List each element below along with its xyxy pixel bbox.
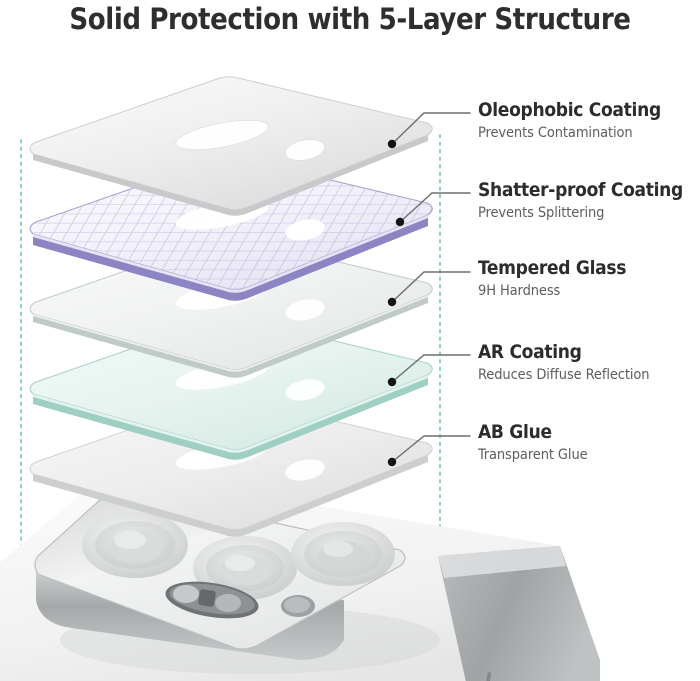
leader-line-shatter-proof: [399, 192, 471, 223]
callout-tempered-glass: Tempered Glass 9H Hardness: [478, 257, 627, 301]
callout-subtitle: Transparent Glue: [478, 447, 588, 464]
camera-lens-3: [291, 522, 395, 586]
callout-title: AB Glue: [478, 421, 552, 443]
callout-shatter-proof-coating: Shatter-proof Coating Prevents Splitteri…: [478, 179, 683, 223]
camera-flash-module: [165, 581, 259, 619]
callout-subtitle: 9H Hardness: [478, 283, 561, 300]
alignment-guides: [20, 134, 441, 561]
leader-lines: [391, 112, 471, 463]
callout-title: Shatter-proof Coating: [478, 179, 683, 201]
camera-sensor-dot: [281, 595, 315, 617]
microphone-hole: [486, 672, 491, 681]
leader-dot-ab-glue: [387, 457, 397, 467]
callout-title: Oleophobic Coating: [478, 99, 661, 121]
callout-subtitle: Reduces Diffuse Reflection: [478, 367, 650, 384]
leader-line-tempered-glass: [391, 271, 471, 303]
callout-title: Tempered Glass: [478, 257, 627, 279]
leader-line-ab-glue: [391, 435, 471, 463]
page-title: Solid Protection with 5-Layer Structure: [69, 2, 631, 36]
leader-line-oleophobic: [391, 112, 471, 145]
phone-side-rail: [438, 546, 600, 681]
callout-ar-coating: AR Coating Reduces Diffuse Reflection: [478, 341, 650, 385]
leader-dot-shatter-proof: [395, 217, 405, 227]
leader-line-ar-coating: [391, 354, 471, 383]
callout-ab-glue: AB Glue Transparent Glue: [478, 421, 588, 465]
phone-rail-highlight: [438, 546, 566, 578]
leader-dot-ar-coating: [387, 377, 397, 387]
oleophobic-cutouts: [175, 119, 326, 161]
leader-dots: [387, 139, 405, 467]
callout-subtitle: Prevents Splittering: [478, 205, 605, 222]
callout-oleophobic-coating: Oleophobic Coating Prevents Contaminatio…: [478, 99, 661, 143]
leader-dot-tempered-glass: [387, 297, 397, 307]
callout-title: AR Coating: [478, 341, 582, 363]
callout-subtitle: Prevents Contamination: [478, 125, 633, 142]
smartphone-device: [0, 471, 600, 681]
camera-lens-1: [82, 512, 188, 578]
leader-dot-oleophobic: [387, 139, 397, 149]
layer-plate-oleophobic: [29, 76, 433, 216]
